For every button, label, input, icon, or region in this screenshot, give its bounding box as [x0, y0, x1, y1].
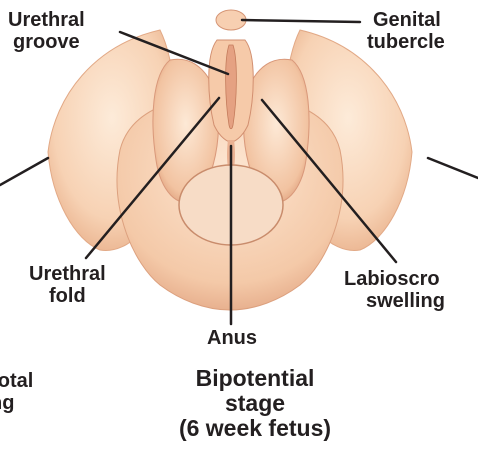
- scrotal-swelling-partial-label: rotal ng: [0, 370, 33, 414]
- anus-label: Anus: [207, 327, 257, 349]
- genital-tubercle-leader: [242, 20, 360, 22]
- left-offscreen-leader: [0, 158, 48, 185]
- labioscrotal-swelling-label: Labioscro swelling: [344, 268, 445, 312]
- genital-tubercle-label: Genital tubercle: [367, 9, 445, 53]
- right-offscreen-leader: [428, 158, 478, 178]
- urethral-groove-label: Urethral groove: [8, 9, 85, 53]
- urethral-fold-label: Urethral fold: [29, 263, 106, 307]
- stage-caption: Bipotential stage (6 week fetus): [150, 366, 360, 441]
